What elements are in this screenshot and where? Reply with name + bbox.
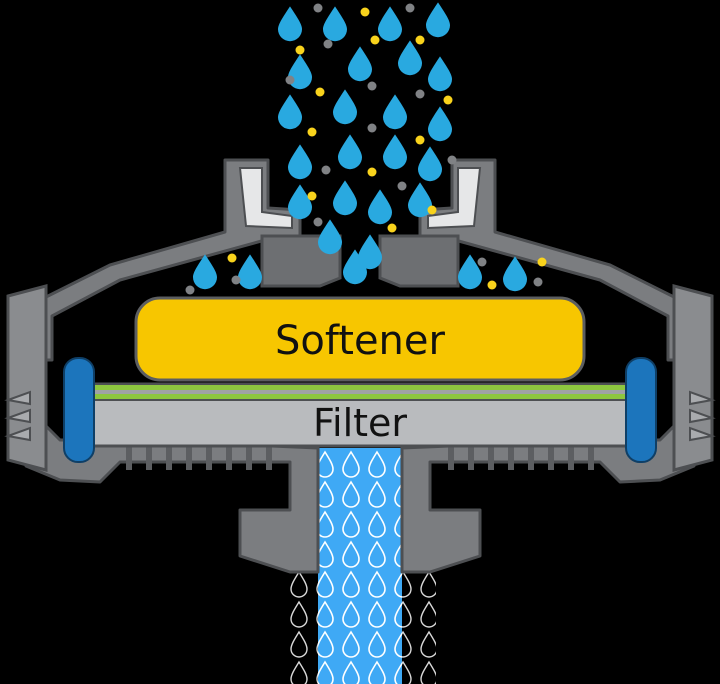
seal-right xyxy=(625,357,657,463)
filter-label: Filter xyxy=(313,401,407,445)
mineral-particle xyxy=(315,87,325,97)
filter-layer: Filter xyxy=(68,382,652,448)
sediment-particle xyxy=(367,123,377,133)
sediment-particle xyxy=(185,285,195,295)
mineral-particle xyxy=(307,191,317,201)
clip-right xyxy=(672,284,714,472)
water-drop-icon xyxy=(278,94,302,130)
sediment-particle xyxy=(397,181,407,191)
water-drop-icon xyxy=(426,2,450,38)
housing-right-shell xyxy=(400,158,696,574)
housing-left-shell xyxy=(24,158,320,574)
sediment-particle xyxy=(321,165,331,175)
water-drop-icon xyxy=(383,94,407,130)
water-drop-icon xyxy=(428,56,452,92)
sediment-particle xyxy=(447,155,457,165)
sediment-particle xyxy=(285,75,295,85)
mineral-particle xyxy=(387,223,397,233)
outlet-stream xyxy=(284,448,436,684)
water-drop-icon xyxy=(333,89,357,125)
sediment-particle xyxy=(313,217,323,227)
sediment-particle xyxy=(323,39,333,49)
water-drop-icon xyxy=(398,40,422,76)
water-drop-icon xyxy=(278,6,302,42)
sediment-particle xyxy=(231,275,241,285)
mineral-particle xyxy=(370,35,380,45)
mineral-particle xyxy=(537,257,547,267)
water-drop-icon xyxy=(428,106,452,142)
water-drop-icon xyxy=(238,254,262,290)
mineral-particle xyxy=(427,205,437,215)
softener-layer: Softener xyxy=(134,296,586,382)
mineral-particle xyxy=(307,127,317,137)
water-drop-icon xyxy=(503,256,527,292)
incoming-water xyxy=(185,2,547,295)
softener-body xyxy=(134,296,586,382)
mineral-particle xyxy=(415,135,425,145)
water-drop-icon xyxy=(333,180,357,216)
sediment-particle xyxy=(477,257,487,267)
softener-label: Softener xyxy=(275,318,445,364)
water-drop-icon xyxy=(368,189,392,225)
outlet-stream-outline-left xyxy=(284,570,318,684)
outlet-stream-outline-right xyxy=(402,570,436,684)
sediment-particle xyxy=(415,89,425,99)
water-drop-icon xyxy=(323,6,347,42)
water-drop-icon xyxy=(383,134,407,170)
mineral-particle xyxy=(443,95,453,105)
sediment-particle xyxy=(533,277,543,287)
inlet-throat-right xyxy=(427,167,482,230)
water-drop-icon xyxy=(378,6,402,42)
water-drop-icon xyxy=(348,46,372,82)
mineral-particle xyxy=(227,253,237,263)
thread-left xyxy=(4,390,31,442)
thread-right xyxy=(689,390,716,442)
mineral-particle xyxy=(360,7,370,17)
seal-left xyxy=(63,357,95,463)
water-drop-icon xyxy=(418,146,442,182)
outlet-stream-pattern xyxy=(318,448,402,684)
sediment-particle xyxy=(313,3,323,13)
sediment-particle xyxy=(405,3,415,13)
neck-right xyxy=(378,234,460,288)
water-drop-icon xyxy=(288,184,312,220)
water-drop-icon xyxy=(338,134,362,170)
filter-top-gray-line xyxy=(70,390,650,394)
housing xyxy=(4,158,716,574)
clip-left xyxy=(6,284,48,472)
mineral-particle xyxy=(295,45,305,55)
mineral-particle xyxy=(415,35,425,45)
water-drop-icon xyxy=(288,144,312,180)
mineral-particle xyxy=(487,280,497,290)
support-ribs xyxy=(126,446,594,470)
sediment-particle xyxy=(367,81,377,91)
mineral-particle xyxy=(367,167,377,177)
